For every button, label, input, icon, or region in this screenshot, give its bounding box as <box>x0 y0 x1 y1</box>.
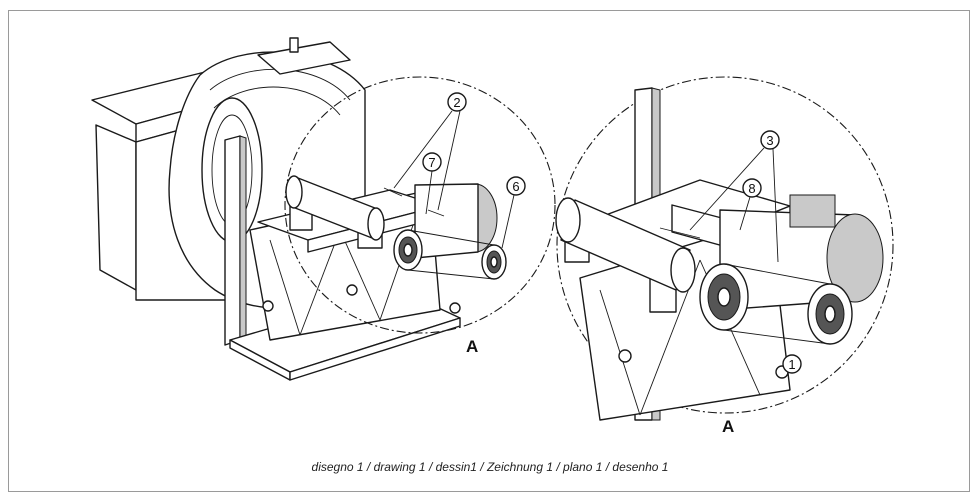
detail-a-circle <box>556 76 894 414</box>
inlet-duct <box>95 124 137 291</box>
callout-6: 6 <box>501 176 526 249</box>
detail-v-belt <box>723 263 831 285</box>
svg-text:8: 8 <box>748 181 755 196</box>
v-belt <box>407 229 495 246</box>
callout-7: 7 <box>422 152 442 215</box>
tension-screw <box>383 187 403 197</box>
frame-post-left <box>224 135 241 346</box>
detail-letter-left: A <box>466 337 478 356</box>
fan-overall-view <box>91 37 556 381</box>
callout-2: 2 <box>393 92 467 211</box>
fan-outlet <box>257 41 351 75</box>
svg-text:3: 3 <box>766 133 773 148</box>
detail-circle-a <box>284 76 556 334</box>
tension-rod <box>659 227 701 239</box>
fan-assembly-drawing: 2 7 6 3 8 1 A A <box>91 37 894 436</box>
svg-text:7: 7 <box>428 155 435 170</box>
svg-text:1: 1 <box>788 357 795 372</box>
detail-a-view <box>555 76 894 421</box>
callout-1: 1 <box>782 354 802 374</box>
callout-3: 3 <box>689 130 780 263</box>
figure-caption: disegno 1 / drawing 1 / dessin1 / Zeichn… <box>311 460 669 474</box>
svg-text:6: 6 <box>512 179 519 194</box>
lifting-lug <box>289 37 299 53</box>
callout-8: 8 <box>739 178 762 231</box>
detail-letter-right: A <box>722 417 734 436</box>
svg-text:2: 2 <box>453 95 460 110</box>
